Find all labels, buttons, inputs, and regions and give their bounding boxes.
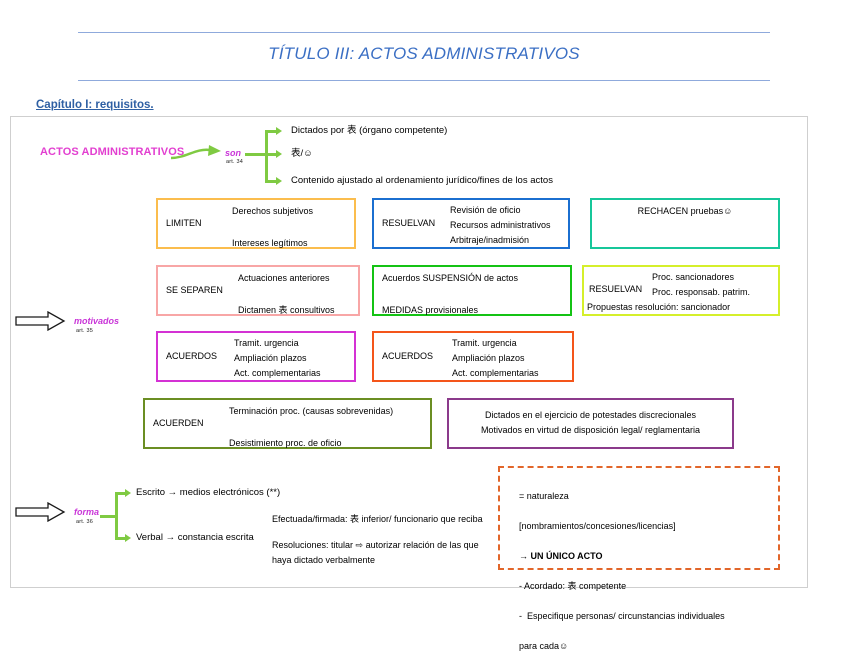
- naturaleza-line-4: - Acordado: 表 competente: [519, 581, 627, 591]
- box-naturaleza: = naturaleza [nombramientos/concesiones/…: [498, 466, 780, 651]
- arrow-root-to-son: [170, 145, 221, 160]
- branch-article-son: art. 34: [226, 159, 243, 165]
- arrow-head-forma-1: [125, 489, 131, 497]
- box-limiten: LIMITEN Derechos subjetivos Intereses le…: [156, 198, 356, 249]
- box-acuerden-label: ACUERDEN: [153, 418, 204, 428]
- chapter-heading: Capítulo I: requisitos.: [36, 99, 154, 111]
- son-item-1: Dictados por 表 (órgano competente): [291, 125, 448, 136]
- branch-label-son: son: [225, 148, 242, 158]
- forma-item-escrito: Escrito → medios electrónicos (**): [136, 487, 281, 498]
- bracket-spine-son: [265, 130, 268, 182]
- branch-label-motivados: motivados: [74, 316, 120, 326]
- bracket-spine-forma: [115, 492, 118, 539]
- naturaleza-line-1: = naturaleza: [519, 491, 569, 501]
- forma-note-efectuada: Efectuada/firmada: 表 inferior/ funcionar…: [272, 514, 483, 524]
- forma-item-verbal: Verbal → constancia escrita: [136, 532, 254, 543]
- forma-note-resoluciones: Resoluciones: titular ⇨ autorizar relaci…: [272, 540, 479, 565]
- title-rule-bottom: [78, 80, 770, 81]
- box-rechacen-lines: RECHACEN pruebas☺: [637, 206, 733, 216]
- box-limiten-lines: Derechos subjetivos Intereses legítimos: [232, 206, 314, 248]
- arrow-head-son-3: [276, 177, 282, 185]
- naturaleza-line-5: - Especifique personas/ circunstancias i…: [519, 611, 725, 621]
- box-resuelvan-sancionadores-label: RESUELVAN: [589, 284, 643, 294]
- box-acuerdos-suspension: Acuerdos SUSPENSIÓN de actos MEDIDAS pro…: [372, 265, 572, 316]
- box-resuelvan-sancionadores-line3: Propuestas resolución: sancionador: [587, 302, 731, 312]
- arrow-head-forma-2: [125, 534, 131, 542]
- box-se-separen-lines: Actuaciones anteriores Dictamen 表 consul…: [238, 273, 335, 315]
- box-se-separen: SE SEPAREN Actuaciones anteriores Dictam…: [156, 265, 360, 316]
- box-resuelvan-label: RESUELVAN: [382, 218, 436, 228]
- arrow-head-son-1: [276, 127, 282, 135]
- branch-label-forma: forma: [74, 507, 100, 517]
- box-rechacen: RECHACEN pruebas☺: [590, 198, 780, 249]
- arrow-head-son-2: [276, 150, 282, 158]
- box-se-separen-label: SE SEPAREN: [166, 285, 223, 295]
- bracket-stub-forma-1: [115, 492, 125, 495]
- diagram-root-label: ACTOS ADMINISTRATIVOS: [40, 146, 185, 158]
- hollow-arrow-motivados: [15, 311, 66, 331]
- bracket-stem-forma: [100, 515, 116, 518]
- box-acuerdos-2-label: ACUERDOS: [382, 351, 434, 361]
- naturaleza-line-6: para cada☺: [519, 641, 569, 651]
- box-discrecionales: Dictados en el ejercicio de potestades d…: [447, 398, 734, 449]
- naturaleza-line-3: → UN ÚNICO ACTO: [519, 551, 603, 561]
- box-acuerdos-suspension-lines: Acuerdos SUSPENSIÓN de actos MEDIDAS pro…: [382, 273, 519, 315]
- bracket-stub-son-1: [265, 130, 276, 133]
- box-discrecionales-lines: Dictados en el ejercicio de potestades d…: [480, 410, 701, 435]
- box-acuerden-lines: Terminación proc. (causas sobrevenidas) …: [229, 406, 394, 448]
- bracket-stub-son-2: [265, 153, 276, 156]
- box-limiten-label: LIMITEN: [166, 218, 202, 228]
- son-item-3: Contenido ajustado al ordenamiento juríd…: [291, 175, 553, 186]
- page-title: TÍTULO III: ACTOS ADMINISTRATIVOS: [268, 44, 580, 63]
- branch-article-motivados: art. 35: [76, 328, 93, 334]
- branch-article-forma: art. 36: [76, 519, 93, 525]
- box-naturaleza-lines: = naturaleza [nombramientos/concesiones/…: [509, 474, 725, 669]
- son-item-2: 表/☺: [291, 148, 313, 159]
- hollow-arrow-forma: [15, 502, 66, 522]
- bracket-stem-son: [245, 153, 267, 156]
- bracket-stub-forma-2: [115, 537, 125, 540]
- box-acuerdos-1-label: ACUERDOS: [166, 351, 218, 361]
- box-acuerden: ACUERDEN Terminación proc. (causas sobre…: [143, 398, 432, 449]
- bracket-stub-son-3: [265, 180, 276, 183]
- naturaleza-line-2: [nombramientos/concesiones/licencias]: [519, 521, 676, 531]
- title-rule-top: [78, 32, 770, 33]
